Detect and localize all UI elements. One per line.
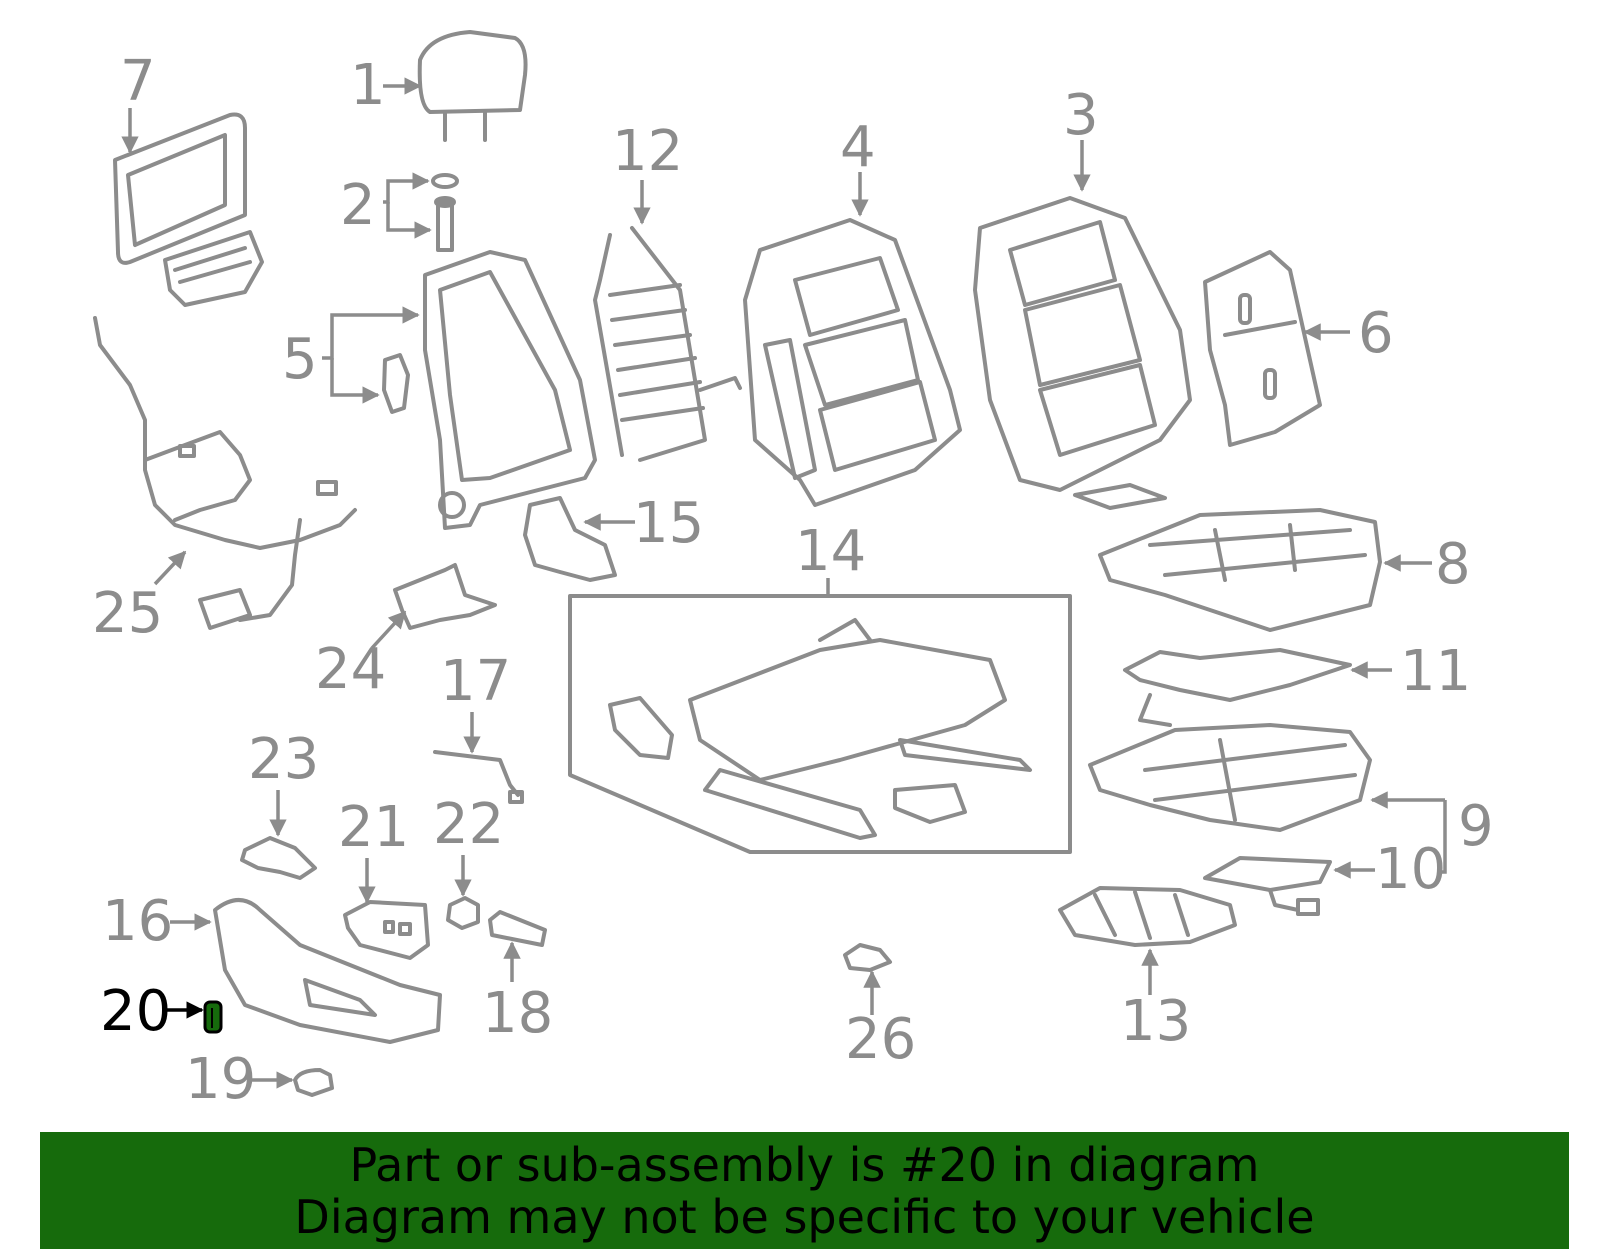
- callout-25: 25: [92, 581, 163, 646]
- part-3-seatback-cover[interactable]: [973, 196, 1192, 510]
- part-21-seat-switch[interactable]: [343, 900, 430, 960]
- callout-5: 5: [282, 327, 318, 392]
- callout-16: 16: [102, 889, 173, 954]
- callout-19: 19: [185, 1047, 256, 1112]
- part-20-highlighted[interactable]: [203, 1000, 223, 1034]
- part-23-bracket[interactable]: [240, 836, 317, 880]
- part-17-cable[interactable]: [433, 750, 524, 804]
- part-22-knob[interactable]: [446, 896, 480, 930]
- part-2-headrest-guide[interactable]: [431, 173, 459, 252]
- callout-10: 10: [1375, 837, 1446, 902]
- banner-line-part-number: Part or sub-assembly is #20 in diagram: [349, 1137, 1260, 1192]
- callout-15: 15: [633, 491, 704, 556]
- callout-24: 24: [315, 637, 386, 702]
- banner-line-disclaimer: Diagram may not be specific to your vehi…: [294, 1189, 1315, 1244]
- callout-13: 13: [1120, 989, 1191, 1054]
- callout-11: 11: [1400, 639, 1471, 704]
- part-1-headrest[interactable]: [417, 30, 528, 142]
- part-10-sensor-module[interactable]: [1203, 856, 1332, 916]
- callout-9: 9: [1458, 794, 1494, 859]
- part-8-seat-cushion[interactable]: [1098, 508, 1382, 632]
- part-25-wiring-harness[interactable]: [93, 316, 357, 630]
- part-19-cap[interactable]: [293, 1068, 334, 1097]
- part-7-seatback-panel[interactable]: [113, 112, 264, 307]
- part-18-switch[interactable]: [488, 910, 547, 947]
- part-24-bracket[interactable]: [393, 563, 497, 630]
- callout-20: 20: [100, 979, 171, 1044]
- callout-18: 18: [482, 981, 553, 1046]
- callout-14: 14: [795, 519, 866, 584]
- info-banner: Part or sub-assembly is #20 in diagram D…: [40, 1132, 1569, 1249]
- part-5-seatback-frame[interactable]: [382, 250, 597, 530]
- part-6-back-panel[interactable]: [1203, 250, 1322, 447]
- part-13-seat-pan[interactable]: [1058, 886, 1237, 947]
- part-14-seat-adjuster[interactable]: [568, 594, 1072, 854]
- callout-12: 12: [612, 119, 683, 184]
- callout-7: 7: [120, 49, 156, 114]
- callout-6: 6: [1358, 301, 1394, 366]
- callout-1: 1: [350, 53, 386, 118]
- part-9-seat-cushion-frame[interactable]: [1088, 723, 1372, 832]
- callout-4: 4: [840, 115, 876, 180]
- callout-8: 8: [1435, 532, 1471, 597]
- part-12-seatback-spring-mat[interactable]: [593, 226, 742, 462]
- part-16-side-shield[interactable]: [213, 898, 442, 1044]
- callout-17: 17: [440, 649, 511, 714]
- callout-21: 21: [338, 795, 409, 860]
- part-11-seat-heater[interactable]: [1123, 648, 1352, 727]
- part-26-clip[interactable]: [843, 943, 892, 972]
- callout-3: 3: [1063, 83, 1099, 148]
- part-15-bracket[interactable]: [523, 496, 617, 582]
- callout-23: 23: [248, 727, 319, 792]
- callout-labels: 7 1 2 3 4 12 5 6 15 14 8 25 24 17 11 23 …: [92, 49, 1494, 1112]
- callout-2: 2: [340, 173, 376, 238]
- leader-lines: [121, 77, 1447, 1089]
- callout-26: 26: [845, 1007, 916, 1072]
- callout-22: 22: [433, 792, 504, 857]
- part-4-seatback-cushion[interactable]: [743, 218, 962, 507]
